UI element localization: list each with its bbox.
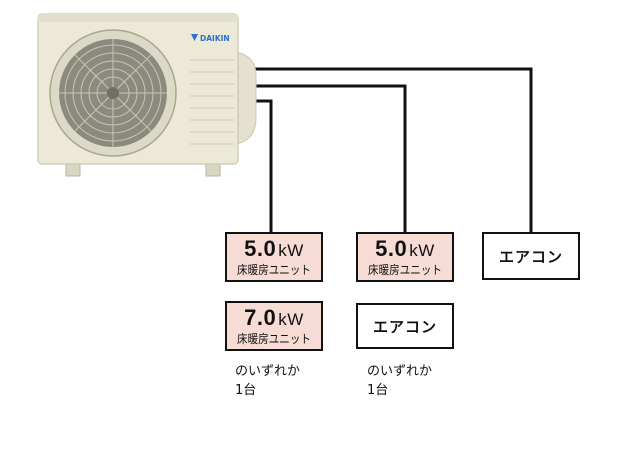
aircon-label: エアコン (498, 247, 563, 266)
outdoor-unit: DAIKIN (37, 13, 257, 177)
pipe-to-aircon (255, 67, 533, 232)
daikin-logo-mark (191, 34, 198, 41)
power-value: 5.0 (375, 236, 408, 261)
aircon-box-right: エアコン (482, 232, 580, 280)
pipe-lines (255, 67, 533, 232)
choice-note-left: のいずれか 1台 (235, 362, 300, 400)
note-line2: 1台 (367, 383, 389, 398)
note-line1: のいずれか (235, 364, 301, 379)
pipe-to-middle-unit (255, 84, 407, 232)
power-unit: kW (409, 241, 435, 260)
unit-label: 床暖房ユニット (237, 332, 311, 346)
unit-label: 床暖房ユニット (237, 263, 311, 277)
note-line1: のいずれか (367, 364, 433, 379)
aircon-box-middle: エアコン (356, 303, 454, 349)
pipe-to-left-unit (255, 99, 273, 232)
power-value: 5.0 (244, 236, 277, 261)
choice-note-middle: のいずれか 1台 (367, 362, 432, 400)
unit-label: 床暖房ユニット (368, 263, 442, 277)
brand-logo: DAIKIN (200, 34, 230, 43)
note-line2: 1台 (235, 383, 257, 398)
power-value: 7.0 (244, 305, 277, 330)
power-unit: kW (278, 241, 304, 260)
power-unit: kW (278, 310, 304, 329)
aircon-label: エアコン (372, 317, 437, 336)
